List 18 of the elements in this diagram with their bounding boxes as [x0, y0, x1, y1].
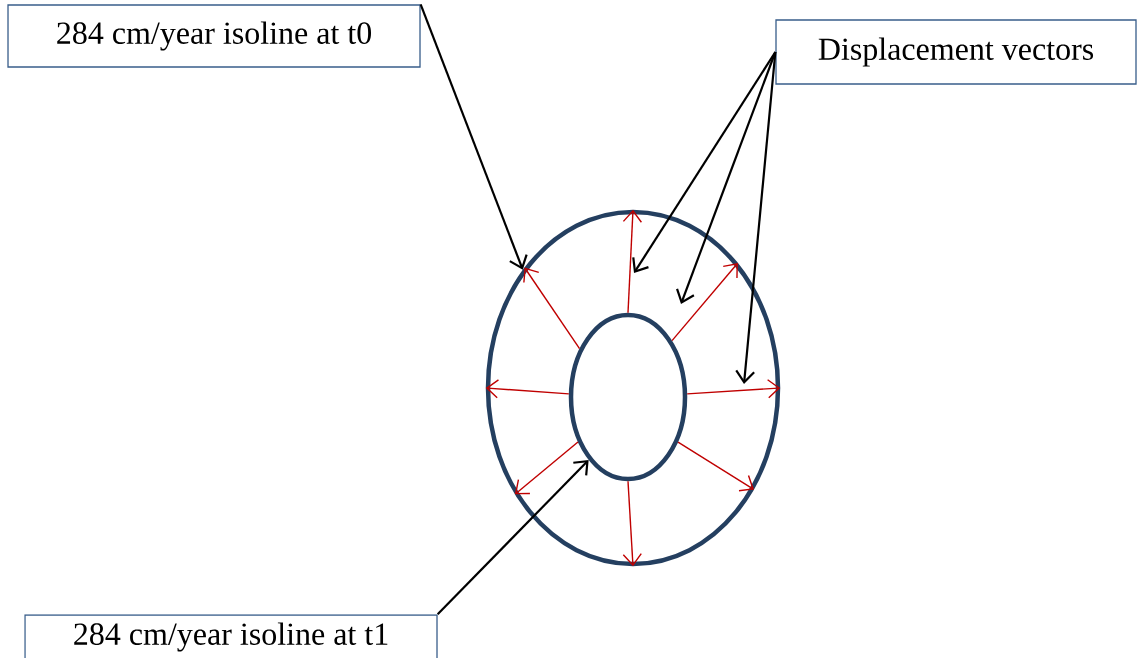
displacement-arrow: [622, 209, 643, 314]
displacement-arrow: [671, 262, 738, 342]
displacement-arrow: [523, 267, 581, 350]
leader-arrow: [632, 51, 777, 273]
displacement-arrow: [622, 480, 642, 567]
label-box: Displacement vectors: [775, 19, 1137, 85]
displacement-arrow: [485, 379, 570, 399]
leader-arrow: [419, 3, 528, 270]
leader-arrow: [436, 459, 589, 616]
displacement-arrow: [514, 441, 579, 495]
displacement-arrow: [686, 379, 781, 399]
displacement-arrow: [677, 441, 754, 492]
leader-arrow: [676, 51, 777, 304]
label-box: 284 cm/year isoline at t0: [7, 4, 421, 68]
leader-arrow: [735, 51, 777, 384]
inner-isoline: [568, 312, 688, 482]
label-box: 284 cm/year isoline at t1: [24, 614, 438, 658]
outer-isoline: [485, 209, 781, 567]
